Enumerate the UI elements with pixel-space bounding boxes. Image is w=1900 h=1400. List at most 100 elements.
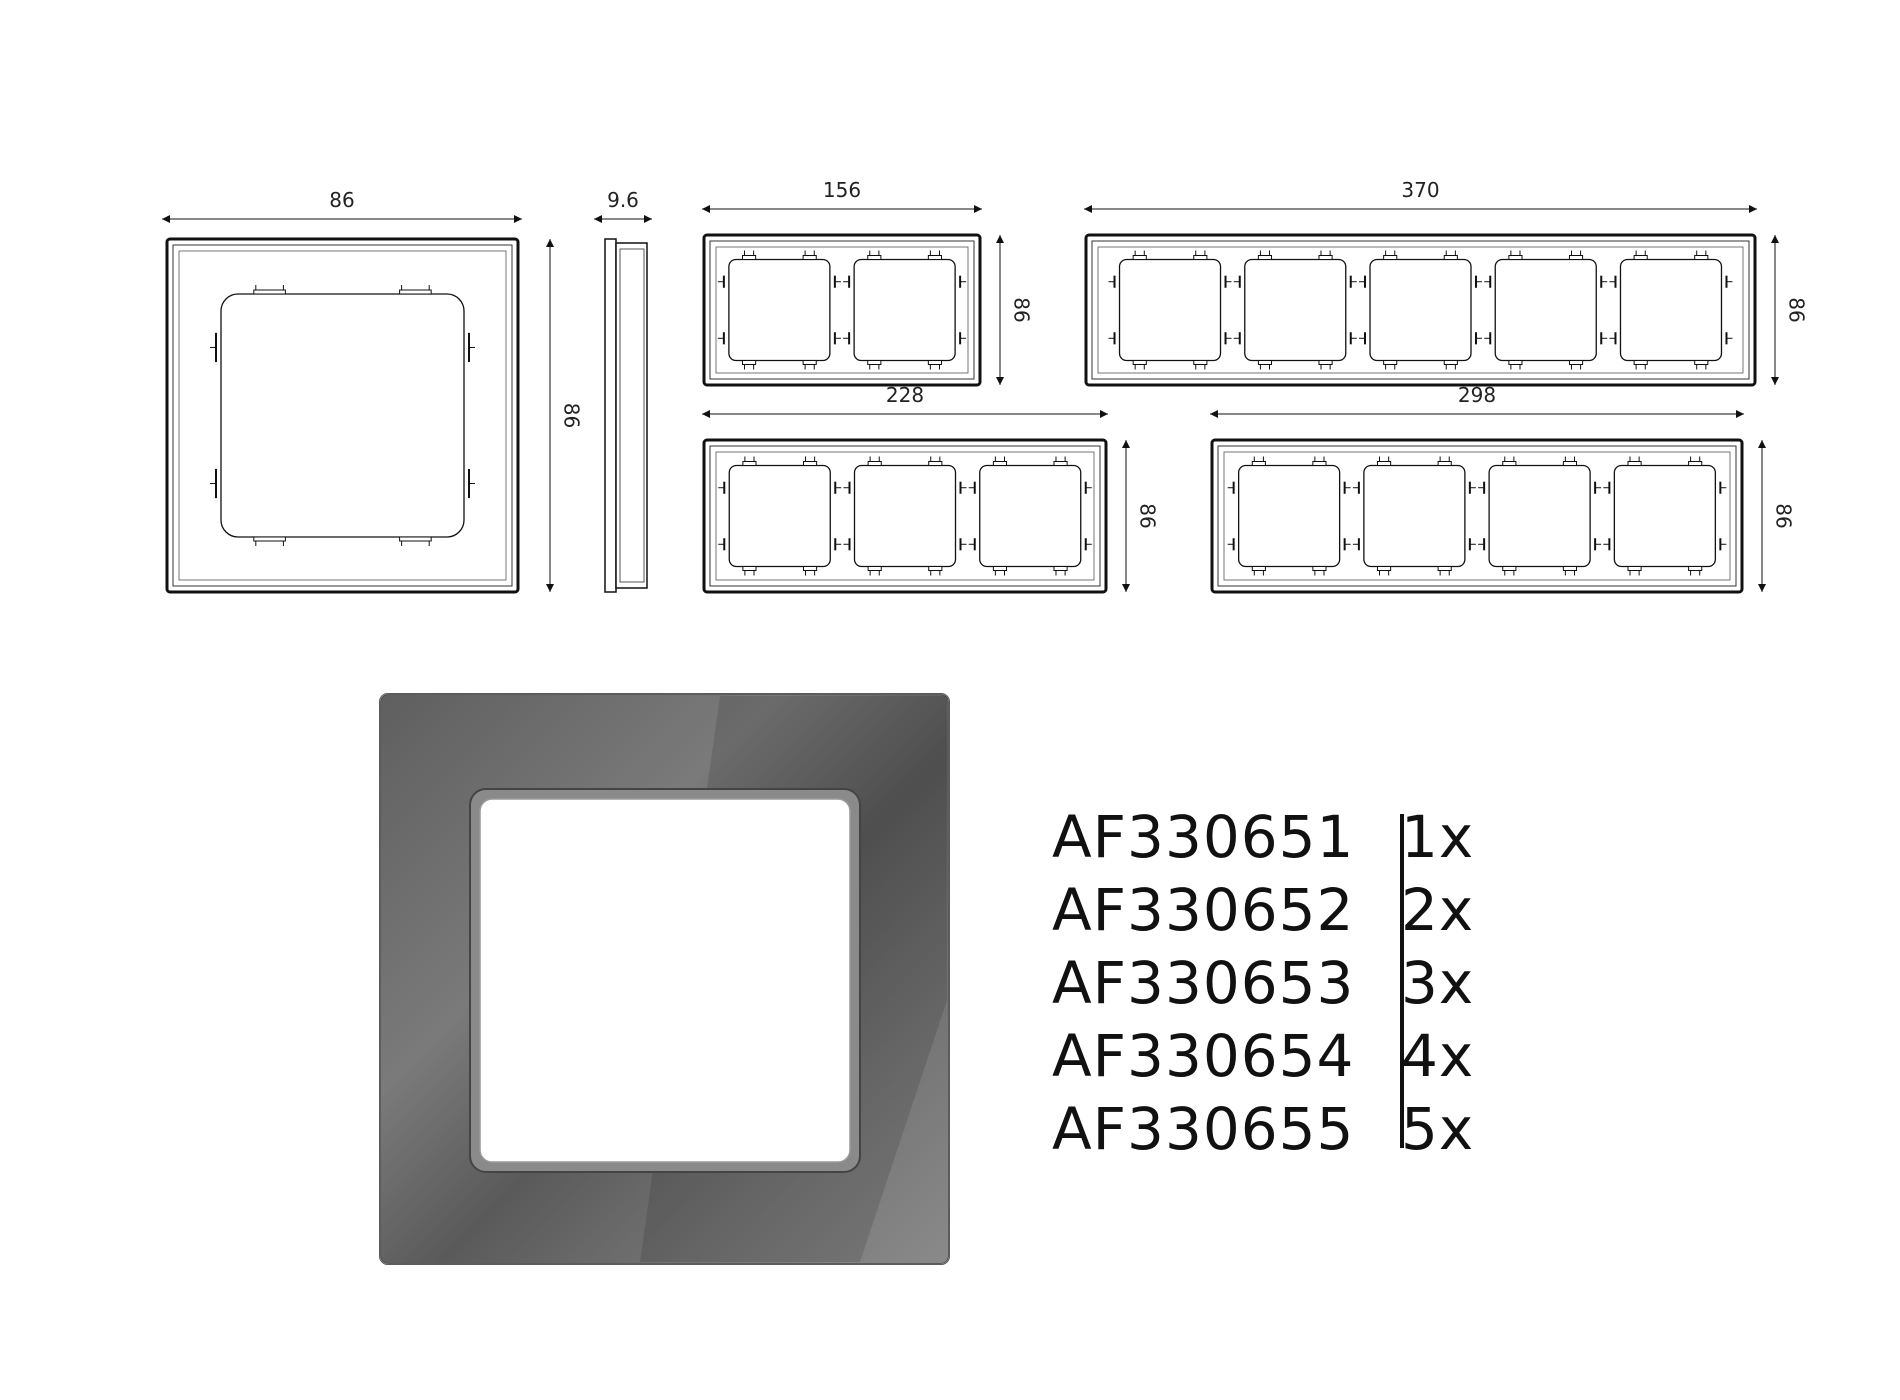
clip-tab bbox=[992, 461, 1008, 466]
clip-tab bbox=[1627, 566, 1642, 571]
clip-tab bbox=[1377, 461, 1392, 466]
dimension-label: 86 bbox=[329, 188, 354, 212]
product-code: AF330654 bbox=[1052, 1021, 1355, 1090]
clip-tab bbox=[802, 360, 817, 365]
clip-tab bbox=[802, 461, 818, 466]
frame-outline bbox=[1210, 438, 1744, 594]
clip-tab bbox=[1257, 360, 1273, 365]
dimension-label: 370 bbox=[1401, 178, 1439, 202]
product-code: AF330652 bbox=[1052, 875, 1355, 944]
clip-tab bbox=[1443, 255, 1458, 260]
clip-tab bbox=[1318, 360, 1333, 365]
clip-tab bbox=[1132, 360, 1147, 365]
clip-tab bbox=[1377, 566, 1392, 571]
frame-bevel bbox=[709, 240, 975, 380]
module-opening bbox=[853, 258, 956, 362]
clip-tab bbox=[928, 566, 943, 571]
clip-tab bbox=[1568, 255, 1584, 260]
clip-tab bbox=[1312, 566, 1327, 571]
clip-tab bbox=[399, 289, 432, 295]
dimension-label: 298 bbox=[1458, 383, 1496, 407]
product-code: AF330655 bbox=[1052, 1094, 1355, 1163]
clip-tab bbox=[1562, 461, 1577, 466]
frame-bevel bbox=[1091, 240, 1750, 380]
module-opening bbox=[1619, 258, 1723, 362]
module-opening bbox=[220, 293, 465, 538]
module-opening bbox=[1237, 464, 1341, 568]
product-row: AF330654 4x bbox=[1052, 1019, 1474, 1092]
clip-tab bbox=[1437, 461, 1452, 466]
clip-tab bbox=[1688, 566, 1703, 571]
frame-bevel bbox=[178, 250, 507, 581]
clip-tab bbox=[1437, 566, 1452, 571]
clip-tab bbox=[1508, 360, 1523, 365]
dimension-label: 86 bbox=[1772, 503, 1796, 528]
clip-tab bbox=[742, 566, 757, 571]
clip-tab bbox=[1383, 360, 1398, 365]
frame-drawing-4x bbox=[1210, 438, 1744, 594]
clip-tab bbox=[1383, 255, 1398, 260]
clip-tab bbox=[1318, 255, 1333, 260]
clip-tab bbox=[1312, 461, 1327, 466]
product-row: AF330653 3x bbox=[1052, 946, 1474, 1019]
module-opening bbox=[1488, 464, 1591, 568]
clip-tab bbox=[1193, 360, 1208, 365]
frame-drawing-2x bbox=[702, 233, 982, 387]
frame-bevel bbox=[715, 451, 1095, 581]
clip-tab bbox=[992, 566, 1008, 571]
module-opening bbox=[1613, 464, 1717, 568]
clip-tab bbox=[1688, 461, 1703, 466]
frame-bevel bbox=[1217, 445, 1737, 587]
module-opening bbox=[1244, 258, 1347, 362]
clip-tab bbox=[1443, 360, 1458, 365]
product-qty: 4x bbox=[1401, 1021, 1475, 1090]
clip-tab bbox=[1193, 255, 1208, 260]
clip-tab bbox=[927, 255, 942, 260]
dimension-label: 156 bbox=[823, 178, 861, 202]
clip-tab bbox=[1251, 461, 1266, 466]
frame-opening bbox=[479, 798, 851, 1163]
clip-tab bbox=[1132, 255, 1147, 260]
module-opening bbox=[728, 464, 831, 568]
module-opening bbox=[1369, 258, 1472, 362]
product-row: AF330651 1x bbox=[1052, 800, 1474, 873]
clip-tab bbox=[1694, 255, 1709, 260]
side-glass bbox=[604, 238, 617, 593]
product-code: AF330651 bbox=[1052, 802, 1355, 871]
clip-tab bbox=[867, 461, 882, 466]
frame-drawing-3x bbox=[702, 438, 1108, 594]
product-qty: 5x bbox=[1401, 1094, 1475, 1163]
product-row: AF330655 5x bbox=[1052, 1092, 1474, 1165]
module-opening bbox=[1494, 258, 1597, 362]
clip-tab bbox=[253, 536, 286, 542]
product-qty: 1x bbox=[1401, 802, 1475, 871]
module-opening bbox=[853, 464, 957, 568]
clip-tab bbox=[867, 566, 882, 571]
frame-drawing-5x bbox=[1084, 233, 1757, 387]
clip-tab bbox=[867, 360, 882, 365]
clip-tab bbox=[1568, 360, 1584, 365]
dimension-label: 86 bbox=[1136, 503, 1160, 528]
side-view-drawing bbox=[604, 238, 648, 593]
module-opening bbox=[1363, 464, 1466, 568]
product-code: AF330653 bbox=[1052, 948, 1355, 1017]
module-opening bbox=[979, 464, 1082, 568]
clip-tab bbox=[802, 255, 817, 260]
frame-bevel bbox=[715, 246, 969, 374]
frame-bevel bbox=[172, 244, 513, 587]
glass-edge bbox=[379, 693, 950, 1265]
clip-tab bbox=[1502, 461, 1517, 466]
frame-bevel bbox=[1097, 246, 1744, 374]
clip-tab bbox=[1508, 255, 1523, 260]
clip-tab bbox=[802, 566, 818, 571]
clip-tab bbox=[742, 255, 757, 260]
clip-tab bbox=[927, 360, 942, 365]
clip-tab bbox=[1627, 461, 1642, 466]
clip-tab bbox=[399, 536, 432, 542]
module-opening bbox=[728, 258, 831, 362]
single-frame-drawing bbox=[165, 237, 520, 594]
product-qty: 3x bbox=[1401, 948, 1475, 1017]
